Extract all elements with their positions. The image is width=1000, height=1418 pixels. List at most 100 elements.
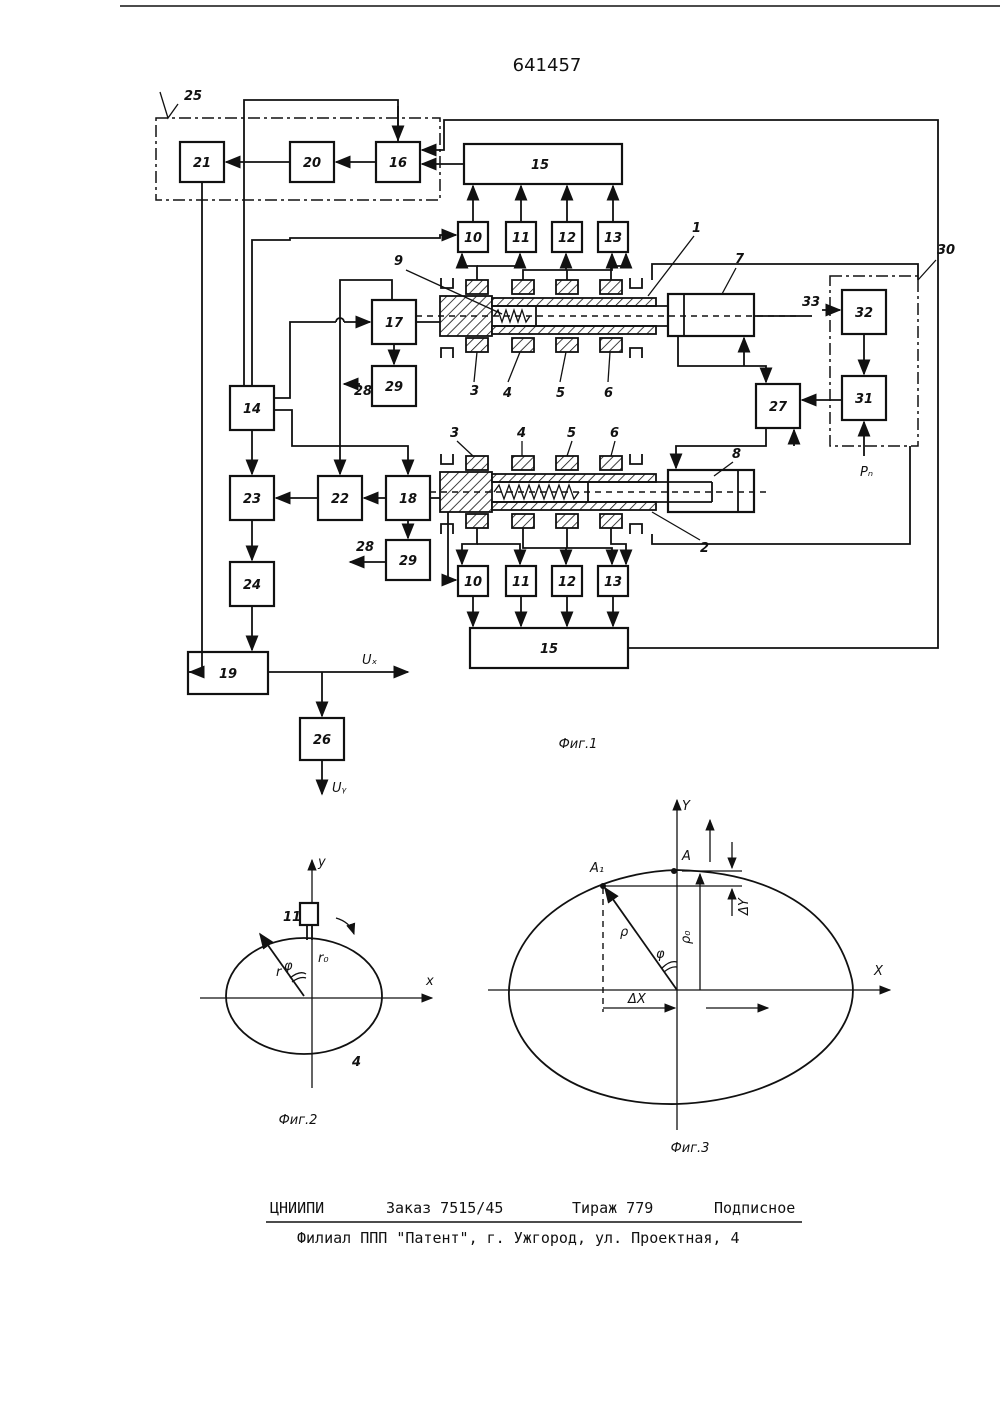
- fig2-radius-r: [260, 934, 304, 996]
- cam-3-bottom-upper: [466, 456, 488, 470]
- fig2-r0: r₀: [318, 951, 329, 966]
- cam-6-top-lower: [600, 338, 622, 352]
- cam-5-top-lower: [556, 338, 578, 352]
- block-13-bottom-label: 13: [604, 575, 622, 590]
- block-32-label: 32: [855, 306, 873, 321]
- cam-4-top-upper: [512, 280, 534, 294]
- fig3-dx: ΔX: [627, 992, 647, 1007]
- leader-30: [918, 260, 936, 280]
- shaft-1-sleeve-top: [492, 298, 656, 306]
- block-15-top-label: 15: [531, 158, 549, 173]
- fig3-rho0: ρ₀: [679, 930, 694, 944]
- fig3-angle-arc-2: [664, 967, 677, 972]
- fig2-rotation-arrow: [336, 918, 354, 934]
- patent-number: 641457: [513, 55, 582, 76]
- fig3-radius-rho: [605, 888, 677, 990]
- bearing-bottom-right-upper: [630, 454, 642, 464]
- actuator-8: [668, 470, 754, 512]
- fig3-x-label: X: [873, 964, 884, 979]
- label-25: 25: [184, 89, 202, 104]
- label-3-bottom: 3: [450, 426, 459, 441]
- cam-4-top-lower: [512, 338, 534, 352]
- leader-7: [722, 268, 736, 294]
- shaft-1-sleeve-bottom: [492, 326, 656, 334]
- bearing-top-right-upper: [630, 278, 642, 288]
- block-14-label: 14: [243, 402, 261, 417]
- block-22-label: 22: [331, 492, 349, 507]
- cam-3-top-upper: [466, 280, 488, 294]
- fig2-sensor-label: 11: [283, 910, 301, 925]
- fig3-phi: φ: [656, 947, 665, 962]
- leader-6-bottom: [611, 441, 615, 456]
- block-26-label: 26: [313, 733, 331, 748]
- block-20-label: 20: [303, 156, 321, 171]
- label-4-bottom: 4: [516, 426, 526, 441]
- leader-1: [648, 236, 694, 296]
- block-12-bottom-label: 12: [558, 575, 576, 590]
- fig3-caption: Фиг.3: [671, 1141, 710, 1156]
- block-16-label: 16: [389, 156, 407, 171]
- fig3-cam-profile: [509, 870, 853, 1104]
- cam-3-bottom-lower: [466, 514, 488, 528]
- cam-4-bottom-upper: [512, 456, 534, 470]
- block-29-top-label: 29: [385, 380, 403, 395]
- block-12-top-label: 12: [558, 231, 576, 246]
- bearing-top-right-lower: [630, 348, 642, 358]
- label-9: 9: [394, 254, 403, 269]
- leader-5-bottom: [567, 441, 572, 456]
- label-28-top: 28: [354, 384, 372, 399]
- cam-5-bottom-lower: [556, 514, 578, 528]
- label-6-bottom: 6: [610, 426, 619, 441]
- block-11-bottom-label: 11: [512, 575, 530, 590]
- block-10-top-label: 10: [464, 231, 482, 246]
- fig2-caption: Фиг.2: [279, 1113, 318, 1128]
- block-13-top-label: 13: [604, 231, 622, 246]
- footer-branch: Филиал ППП "Патент", г. Ужгород, ул. Про…: [297, 1229, 740, 1247]
- connections: [188, 100, 938, 794]
- leader-3-top: [474, 352, 477, 382]
- footer-copies: Тираж 779: [572, 1199, 653, 1217]
- cam-4-bottom-lower: [512, 514, 534, 528]
- block-19-label: 19: [219, 667, 237, 682]
- label-4-top: 4: [502, 386, 512, 401]
- signal-ux: Uₓ: [362, 653, 378, 668]
- fig2-x-label: x: [425, 974, 434, 989]
- fig2-r: r: [276, 965, 283, 980]
- cam-6-top-upper: [600, 280, 622, 294]
- label-6-top: 6: [604, 386, 613, 401]
- block-15-bottom-label: 15: [540, 642, 558, 657]
- leader-5-top: [560, 352, 566, 382]
- fig2-phi: φ: [284, 959, 293, 974]
- leader-6-top: [608, 352, 610, 382]
- leader-4-top: [508, 352, 520, 382]
- label-3-top: 3: [470, 384, 479, 399]
- cam-5-bottom-upper: [556, 456, 578, 470]
- block-23-label: 23: [243, 492, 261, 507]
- fig1-caption: Фиг.1: [559, 737, 598, 752]
- footer-org: ЦНИИПИ: [270, 1199, 324, 1217]
- block-24-label: 24: [243, 578, 261, 593]
- fig3-rho: ρ: [620, 925, 629, 940]
- block-17-label: 17: [385, 316, 404, 331]
- actuator-7: [668, 294, 754, 336]
- block-21-label: 21: [193, 156, 211, 171]
- label-5-top: 5: [556, 386, 565, 401]
- cam-6-bottom-upper: [600, 456, 622, 470]
- leader-2: [652, 512, 700, 540]
- fig3-y-label: Y: [682, 799, 691, 814]
- cam-5-top-upper: [556, 280, 578, 294]
- footer-subscription: Подписное: [714, 1199, 795, 1217]
- cam-6-bottom-lower: [600, 514, 622, 528]
- fig2-sensor: [300, 903, 318, 925]
- label-33: 33: [802, 295, 820, 310]
- fig2-y-label: y: [317, 855, 326, 870]
- label-1: 1: [692, 221, 701, 236]
- block-29-bottom-label: 29: [399, 554, 417, 569]
- block-31-label: 31: [855, 392, 873, 407]
- bearing-bottom-left-lower: [441, 524, 453, 534]
- fig3-a: A: [681, 849, 691, 864]
- block-11-top-label: 11: [512, 231, 530, 246]
- figure-2: y x 11 φ r r₀ 4 Фиг.2: [200, 855, 434, 1128]
